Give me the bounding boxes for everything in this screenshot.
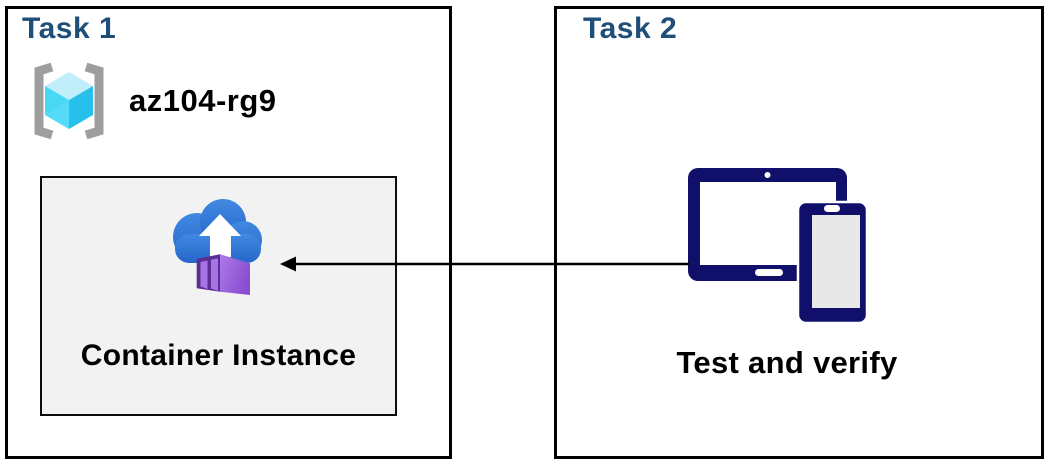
task1-panel: Task 1 az104-rg9: [5, 6, 452, 459]
resource-group-icon: [34, 62, 104, 140]
container-instance-cloud-upload-icon: [172, 199, 262, 295]
tablet-phone-devices-icon: [688, 168, 869, 325]
left-arrow-connector: [280, 256, 689, 272]
task2-panel: Task 2 Test and verify: [554, 6, 1044, 459]
task2-title: Task 2: [583, 12, 678, 45]
container-instance-card: Container Instance: [40, 176, 397, 416]
resource-group-name: az104-rg9: [129, 83, 277, 118]
container-instance-label: Container Instance: [80, 339, 357, 372]
task1-title: Task 1: [22, 12, 117, 45]
test-and-verify-label: Test and verify: [676, 345, 898, 380]
resource-group-row: az104-rg9: [26, 61, 277, 141]
